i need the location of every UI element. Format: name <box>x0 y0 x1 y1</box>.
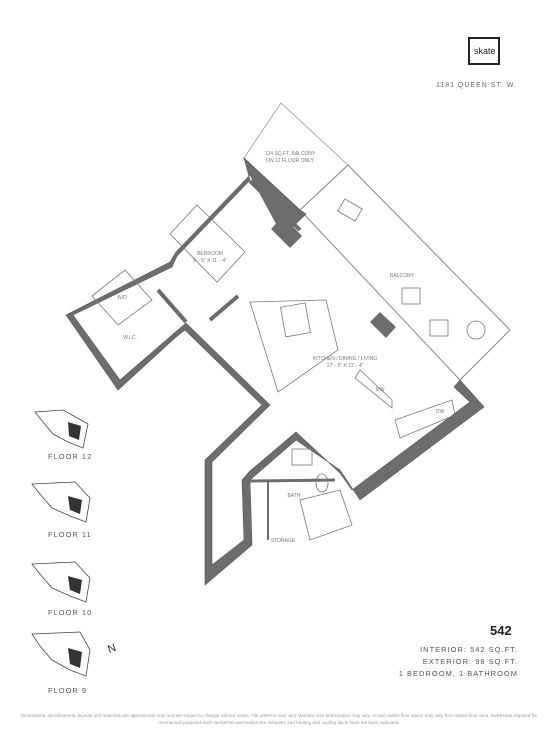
exterior-wall <box>65 157 485 586</box>
balcony-chair <box>401 287 421 305</box>
vanity <box>291 448 313 466</box>
kitchen-dims: 17' - 5" X 11' - 4" <box>327 363 364 369</box>
interior-wall <box>249 478 336 483</box>
unit-rooms: 1 BEDROOM, 1 BATHROOM <box>398 669 518 678</box>
floor-10-label: FLOOR 10 <box>48 608 93 617</box>
floor-12-label: FLOOR 12 <box>48 452 93 461</box>
interior-wall <box>156 288 188 324</box>
balcony-12-note-1: 134 SQ.FT. BALCONY <box>265 151 316 157</box>
balcony-12-note-2: ON 12 FLOOR ONLY <box>266 158 314 164</box>
storage-label: STORAGE <box>271 538 296 544</box>
key-plan-floor-10 <box>31 561 91 603</box>
fridge-label: F <box>364 479 367 485</box>
unit-number: 542 <box>490 623 512 638</box>
logo-frame <box>468 37 500 65</box>
logo-frame-corner <box>468 37 500 65</box>
bathtub <box>299 489 353 541</box>
column <box>271 216 302 248</box>
logo-text: skate <box>474 46 496 56</box>
balcony-outline <box>299 164 511 381</box>
wic-label: W.I.C. <box>123 335 137 341</box>
bedroom-label: BEDROOM <box>197 251 223 257</box>
building-address: 1181 QUEEN ST. W. <box>435 82 517 89</box>
key-plan-floor-11 <box>31 481 91 523</box>
balcony-label: BALCONY <box>390 273 415 279</box>
coffee-table <box>280 302 311 338</box>
disclaimer: Dimensions, specifications, layouts and … <box>20 713 538 725</box>
balcony-table <box>337 198 363 222</box>
interior-area: INTERIOR: 542 SQ.FT. <box>420 645 518 654</box>
kitchen-label: KITCHEN / DINING / LIVING <box>313 356 377 362</box>
interior-wall <box>208 294 240 322</box>
interior-wall <box>248 179 302 232</box>
bath-label: BATH <box>288 493 301 499</box>
dw-label: DW <box>436 409 445 415</box>
exterior-area: EXTERIOR: 98 SQ.FT. <box>422 657 518 666</box>
key-plan-floor-12 <box>34 409 89 449</box>
kitchen-island <box>354 369 393 409</box>
floor-11-label: FLOOR 11 <box>48 530 92 539</box>
wd-label: W/D <box>117 295 127 301</box>
toilet <box>315 473 329 493</box>
key-plan-floor-9 <box>31 631 91 677</box>
bedroom-dims: 9' - 5" X 11' - 4" <box>193 258 227 264</box>
wd-closet <box>91 269 153 326</box>
skate-logo: skate <box>468 37 500 65</box>
kitchen-counter <box>394 399 456 439</box>
column-2 <box>370 312 396 338</box>
bed <box>169 204 246 283</box>
balcony-chair <box>429 319 449 337</box>
balcony-plant <box>466 320 486 340</box>
mw-label: MW <box>376 387 385 393</box>
floor-9-label: FLOOR 9 <box>48 686 88 695</box>
living-area <box>249 299 339 393</box>
